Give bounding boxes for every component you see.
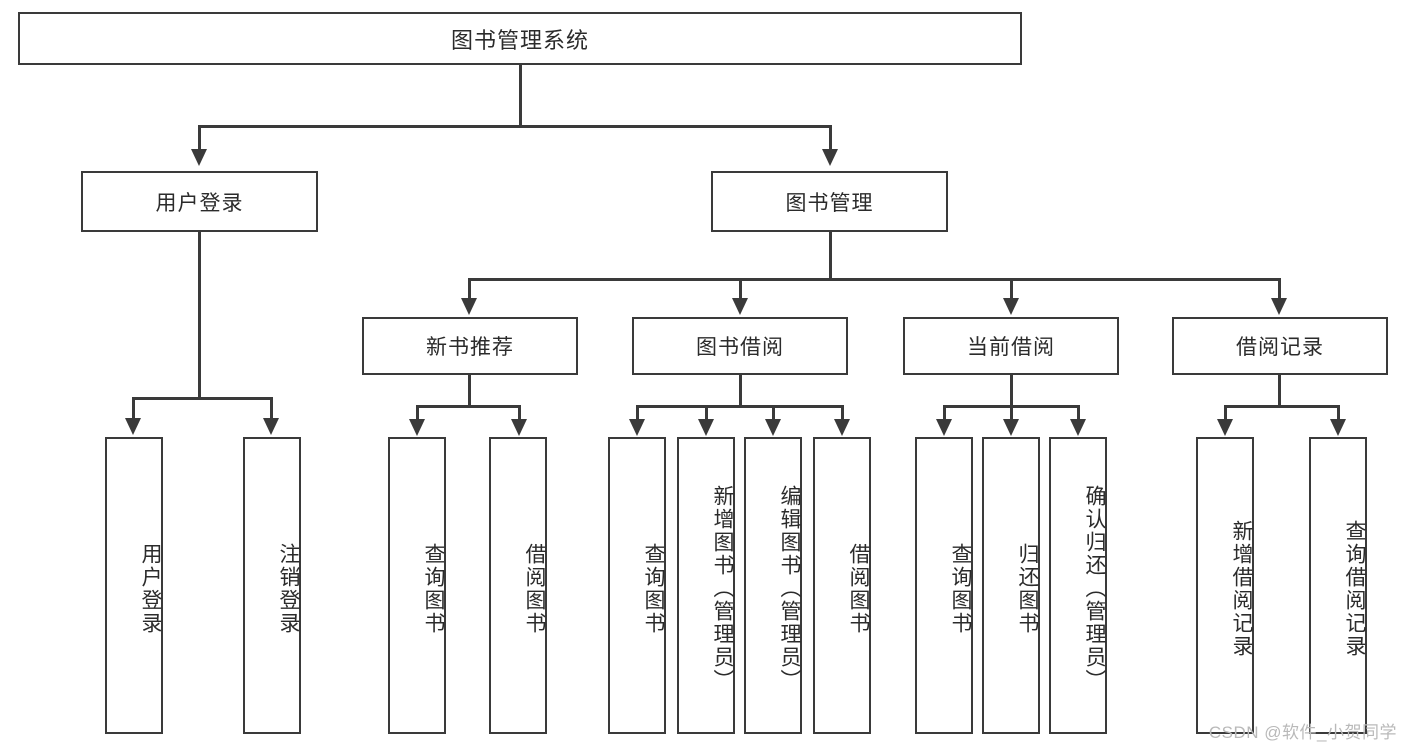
arrowhead-new-book-leaf-1 <box>409 419 425 436</box>
leaf-query-book-3[interactable]: 查询图书 <box>915 437 973 734</box>
leaf-user-login[interactable]: 用户登录 <box>105 437 163 734</box>
node-current-borrow[interactable]: 当前借阅 <box>903 317 1119 375</box>
connector-user-login-stem <box>198 232 201 399</box>
arrowhead-new-book-recommend <box>461 298 477 315</box>
leaf-add-book[interactable]: 新增图书（管理员） <box>677 437 735 734</box>
arrowhead-book-borrow <box>732 298 748 315</box>
leaf-borrow-book-1[interactable]: 借阅图书 <box>489 437 547 734</box>
arrowhead-book-borrow-leaf-3 <box>765 419 781 436</box>
node-book-manage[interactable]: 图书管理 <box>711 171 948 232</box>
connector-new-book-to-leaf-2 <box>518 405 521 421</box>
leaf-query-book-1[interactable]: 查询图书 <box>388 437 446 734</box>
arrowhead-book-borrow-leaf-2 <box>698 419 714 436</box>
arrowhead-current-borrow <box>1003 298 1019 315</box>
arrowhead-new-book-leaf-2 <box>511 419 527 436</box>
connector-root-bus <box>198 125 832 128</box>
connector-book-borrow-to-leaf-2 <box>705 405 708 421</box>
connector-book-manage-to-borrow-record <box>1278 278 1281 300</box>
connector-borrow-record-bus <box>1224 405 1339 408</box>
arrowhead-current-borrow-leaf-2 <box>1003 419 1019 436</box>
connector-user-login-to-leaf-2 <box>270 397 273 420</box>
connector-current-borrow-stem <box>1010 375 1013 407</box>
connector-current-borrow-to-leaf-3 <box>1077 405 1080 421</box>
arrowhead-user-login-leaf-1 <box>125 418 141 435</box>
connector-book-manage-to-book-borrow <box>739 278 742 300</box>
leaf-query-record[interactable]: 查询借阅记录 <box>1309 437 1367 734</box>
connector-book-manage-bus <box>468 278 1280 281</box>
connector-book-borrow-to-leaf-1 <box>636 405 639 421</box>
connector-borrow-record-to-leaf-1 <box>1224 405 1227 421</box>
connector-borrow-record-stem <box>1278 375 1281 407</box>
leaf-return-book[interactable]: 归还图书 <box>982 437 1040 734</box>
connector-current-borrow-to-leaf-1 <box>943 405 946 421</box>
arrowhead-current-borrow-leaf-3 <box>1070 419 1086 436</box>
connector-book-manage-to-current-borrow <box>1010 278 1013 300</box>
node-user-login[interactable]: 用户登录 <box>81 171 318 232</box>
arrowhead-book-borrow-leaf-1 <box>629 419 645 436</box>
arrowhead-book-borrow-leaf-4 <box>834 419 850 436</box>
arrowhead-user-login-leaf-2 <box>263 418 279 435</box>
leaf-confirm-return[interactable]: 确认归还（管理员） <box>1049 437 1107 734</box>
connector-new-book-bus <box>416 405 520 408</box>
connector-book-borrow-to-leaf-4 <box>841 405 844 421</box>
node-root[interactable]: 图书管理系统 <box>18 12 1022 65</box>
arrowhead-borrow-record <box>1271 298 1287 315</box>
connector-root-stem <box>519 65 522 127</box>
leaf-borrow-book-2[interactable]: 借阅图书 <box>813 437 871 734</box>
node-new-book-recommend[interactable]: 新书推荐 <box>362 317 578 375</box>
leaf-edit-book[interactable]: 编辑图书（管理员） <box>744 437 802 734</box>
connector-book-borrow-stem <box>739 375 742 407</box>
connector-borrow-record-to-leaf-2 <box>1337 405 1340 421</box>
connector-root-to-book-manage <box>829 125 832 151</box>
connector-new-book-stem <box>468 375 471 407</box>
connector-book-manage-to-new-book <box>468 278 471 300</box>
connector-user-login-to-leaf-1 <box>132 397 135 420</box>
arrowhead-borrow-record-leaf-2 <box>1330 419 1346 436</box>
leaf-logout[interactable]: 注销登录 <box>243 437 301 734</box>
arrowhead-current-borrow-leaf-1 <box>936 419 952 436</box>
connector-book-manage-stem <box>829 232 832 280</box>
connector-user-login-bus <box>132 397 270 400</box>
connector-new-book-to-leaf-1 <box>416 405 419 421</box>
leaf-add-record[interactable]: 新增借阅记录 <box>1196 437 1254 734</box>
connector-root-to-user-login <box>198 125 201 151</box>
node-book-borrow[interactable]: 图书借阅 <box>632 317 848 375</box>
leaf-query-book-2[interactable]: 查询图书 <box>608 437 666 734</box>
node-borrow-record[interactable]: 借阅记录 <box>1172 317 1388 375</box>
connector-book-borrow-bus <box>636 405 843 408</box>
connector-book-borrow-to-leaf-3 <box>772 405 775 421</box>
arrowhead-borrow-record-leaf-1 <box>1217 419 1233 436</box>
arrowhead-root-to-user-login <box>191 149 207 166</box>
connector-current-borrow-to-leaf-2 <box>1010 405 1013 421</box>
arrowhead-root-to-book-manage <box>822 149 838 166</box>
